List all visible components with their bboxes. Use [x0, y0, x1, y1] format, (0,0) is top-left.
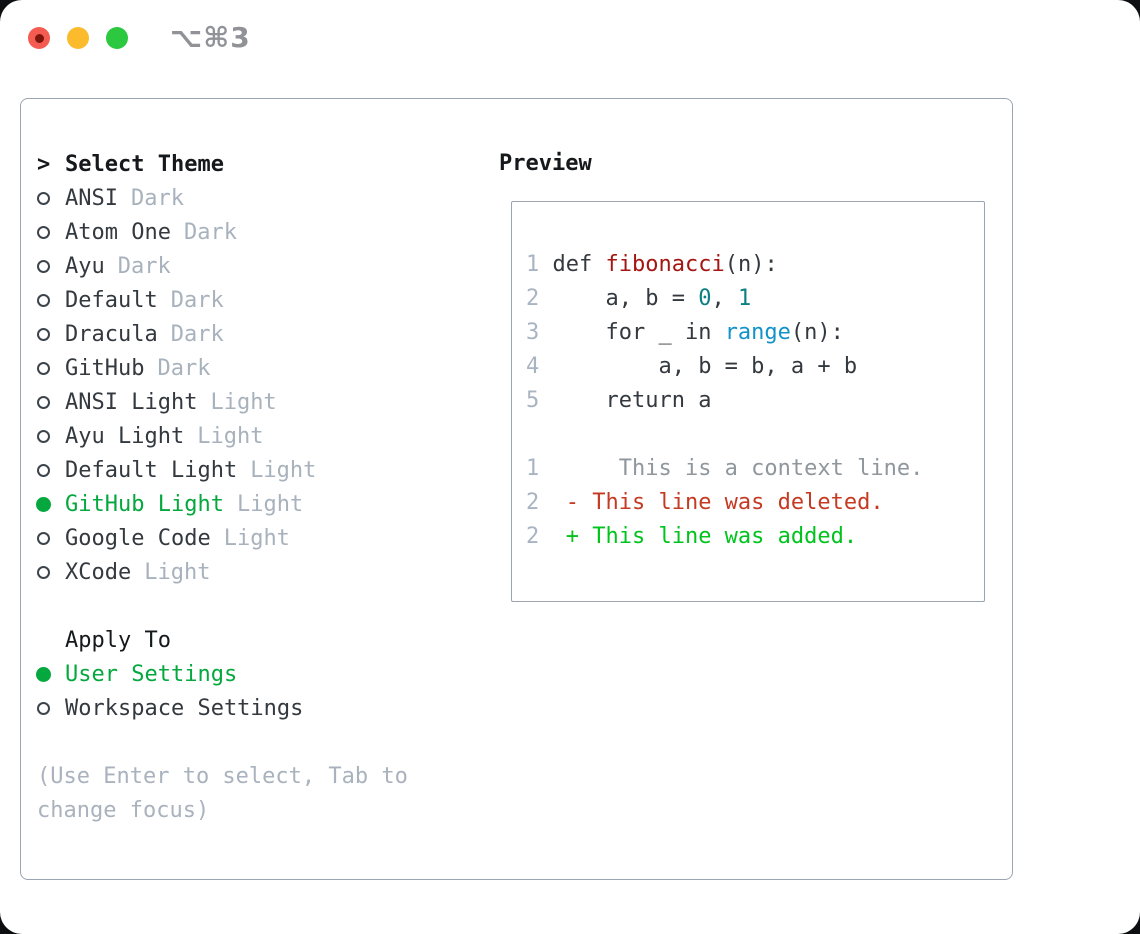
- titlebar: ⌥⌘3: [0, 21, 251, 54]
- hint-line-2: change focus): [37, 797, 210, 823]
- preview-box: 1 def fibonacci(n): 2 a, b = 0, 1 3 for _ …: [511, 201, 985, 602]
- theme-option[interactable]: Default Dark: [37, 283, 408, 317]
- radio-icon: [37, 327, 65, 341]
- theme-variant-label: Light: [210, 389, 277, 415]
- theme-option-label: Atom One: [65, 219, 171, 245]
- code-line: 2 - This line was deleted.: [526, 490, 884, 515]
- radio-selected-icon: [36, 666, 65, 682]
- theme-variant-label: Light: [223, 525, 290, 551]
- code-line: 4 a, b = b, a + b: [526, 354, 858, 379]
- zoom-button[interactable]: [106, 27, 128, 49]
- theme-option-label: Ayu Light: [65, 423, 185, 449]
- radio-icon: [37, 565, 65, 579]
- radio-icon: [37, 293, 65, 307]
- theme-option-label: Default Light: [65, 457, 238, 483]
- apply-target-option-label: Workspace Settings: [65, 695, 304, 721]
- code-preview: 1 def fibonacci(n): 2 a, b = 0, 1 3 for _ …: [512, 202, 984, 554]
- apply-to-heading-row: Apply To: [37, 623, 408, 657]
- spacer: [37, 725, 408, 759]
- theme-option[interactable]: GitHub Light Light: [36, 487, 408, 521]
- theme-variant-label: Light: [144, 559, 211, 585]
- close-button[interactable]: [28, 27, 50, 49]
- theme-option[interactable]: Atom One Dark: [37, 215, 408, 249]
- theme-variant-label: Dark: [170, 321, 224, 347]
- radio-icon: [37, 531, 65, 545]
- theme-option-label: ANSI: [65, 185, 118, 211]
- theme-option-label: Default: [65, 287, 158, 313]
- code-line: 3 for _ in range(n):: [526, 320, 844, 345]
- theme-option-label: XCode: [65, 559, 132, 585]
- theme-variant-label: Dark: [183, 219, 237, 245]
- preview-heading: Preview: [499, 151, 592, 176]
- window-title: ⌥⌘3: [170, 21, 251, 54]
- theme-option-label: GitHub: [65, 355, 145, 381]
- code-line: 2 + This line was added.: [526, 524, 858, 549]
- theme-option[interactable]: GitHub Dark: [37, 351, 408, 385]
- theme-variant-label: Dark: [117, 253, 171, 279]
- code-line: 2 a, b = 0, 1: [526, 286, 752, 311]
- close-dot-icon: [34, 33, 44, 43]
- apply-target-option[interactable]: Workspace Settings: [37, 691, 408, 725]
- apply-to-heading: Apply To: [65, 627, 171, 653]
- radio-icon: [37, 395, 65, 409]
- theme-variant-label: Light: [236, 491, 304, 517]
- theme-variant-label: Dark: [170, 287, 224, 313]
- theme-option-label: Ayu: [65, 253, 105, 279]
- theme-option[interactable]: ANSI Light Light: [37, 385, 408, 419]
- spacer: [37, 589, 408, 623]
- code-line: 5 return a: [526, 388, 712, 413]
- radio-icon: [37, 191, 65, 205]
- radio-icon: [37, 701, 65, 715]
- select-theme-heading-row: > Select Theme: [37, 147, 408, 181]
- code-line: 1 def fibonacci(n):: [526, 252, 778, 277]
- radio-icon: [37, 361, 65, 375]
- radio-icon: [37, 429, 65, 443]
- theme-variant-label: Light: [197, 423, 264, 449]
- radio-icon: [37, 259, 65, 273]
- radio-icon: [37, 463, 65, 477]
- theme-option[interactable]: Google Code Light: [37, 521, 408, 555]
- theme-variant-label: Dark: [157, 355, 211, 381]
- theme-option[interactable]: Dracula Dark: [37, 317, 408, 351]
- theme-option-label: Google Code: [65, 525, 211, 551]
- theme-option[interactable]: Default Light Light: [37, 453, 408, 487]
- theme-variant-label: Dark: [130, 185, 184, 211]
- code-line: [526, 418, 984, 452]
- theme-option[interactable]: Ayu Dark: [37, 249, 408, 283]
- radio-icon: [37, 225, 65, 239]
- theme-option[interactable]: Ayu Light Light: [37, 419, 408, 453]
- hint-line-1: (Use Enter to select, Tab to: [37, 763, 408, 789]
- theme-option-label: Dracula: [65, 321, 158, 347]
- theme-option[interactable]: ANSI Dark: [37, 181, 408, 215]
- apply-target-option[interactable]: User Settings: [36, 657, 408, 691]
- minimize-button[interactable]: [67, 27, 89, 49]
- theme-option[interactable]: XCode Light: [37, 555, 408, 589]
- radio-selected-icon: [36, 496, 65, 512]
- apply-target-option-label: User Settings: [65, 661, 238, 687]
- code-line: 1 This is a context line.: [526, 456, 924, 481]
- theme-variant-label: Light: [250, 457, 317, 483]
- select-theme-heading: Select Theme: [65, 151, 224, 177]
- theme-option-label: ANSI Light: [65, 389, 198, 415]
- theme-option-label: GitHub Light: [65, 491, 224, 517]
- cursor-prompt-icon: >: [37, 151, 51, 177]
